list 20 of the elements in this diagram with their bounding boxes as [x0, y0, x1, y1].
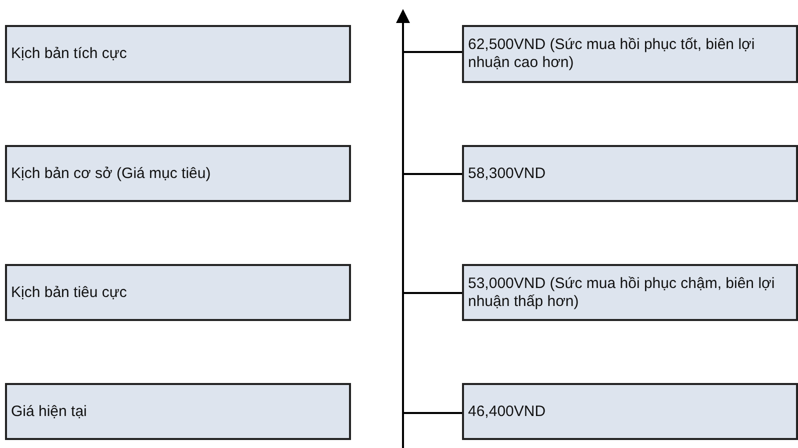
price-box	[462, 383, 798, 440]
price-box	[462, 264, 798, 321]
scenario-box	[5, 383, 351, 440]
connector-line	[404, 173, 462, 175]
scenario-box	[5, 264, 351, 321]
scenario-label: Kịch bản cơ sở (Giá mục tiêu)	[11, 164, 211, 182]
price-box	[462, 145, 798, 202]
price-label: 46,400VND	[468, 402, 546, 420]
scenario-box	[5, 145, 351, 202]
price-label: 62,500VND (Sức mua hồi phục tốt, biên lợi nhuận cao hơn)	[468, 36, 756, 72]
connector-line	[404, 412, 462, 414]
scenario-label: Kịch bản tích cực	[11, 45, 127, 63]
price-label: 58,300VND	[468, 164, 546, 182]
scenario-label: Kịch bản tiêu cực	[11, 284, 127, 302]
scenario-box	[5, 25, 351, 83]
price-box	[462, 25, 798, 83]
connector-line	[404, 292, 462, 294]
price-label: 53,000VND (Sức mua hồi phục chậm, biên lợi nhuận thấp hơn)	[468, 274, 776, 310]
connector-line	[404, 51, 462, 53]
scenario-label: Giá hiện tại	[11, 402, 87, 420]
